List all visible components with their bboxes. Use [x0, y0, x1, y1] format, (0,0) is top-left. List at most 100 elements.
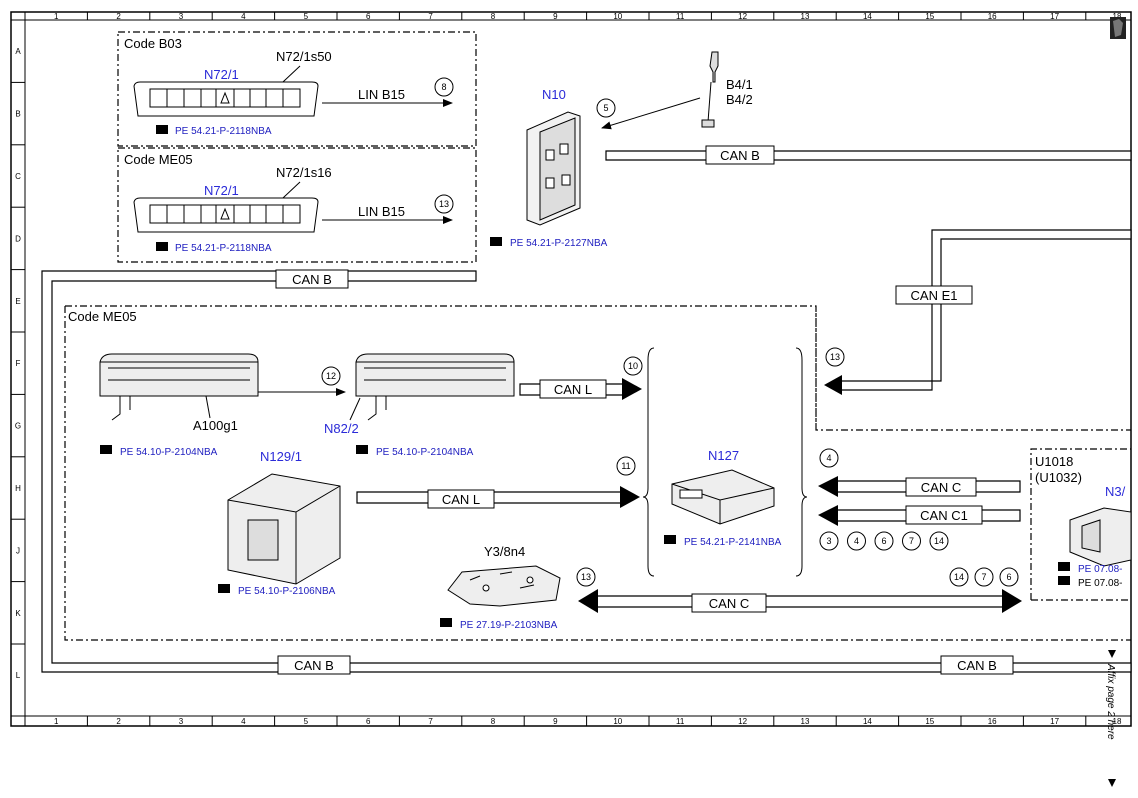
n10-label: N10 [542, 87, 566, 102]
n10-module [526, 111, 581, 226]
lin-b15-label-me05: LIN B15 [358, 204, 405, 219]
can-c-bottom-bus [595, 595, 1005, 608]
circle-13-top [434, 194, 454, 214]
circle-marker [874, 531, 894, 551]
ref-icon [100, 445, 112, 454]
can-b-top-label: CAN B [720, 148, 760, 163]
grid-col-top-label: 15 [925, 12, 934, 21]
grid-col-bottom-label: 2 [116, 717, 121, 726]
n3-module [1069, 507, 1132, 567]
grid-col-bottom-label: 13 [801, 717, 810, 726]
b4-to-n10-arrow [601, 97, 701, 130]
can-b-top-bus [605, 150, 1132, 161]
can-c-bottom-label: CAN C [709, 596, 749, 611]
circle-marker-text: 14 [934, 536, 944, 546]
grid-col-top-label: 6 [366, 12, 371, 21]
circle-12-text: 12 [326, 371, 336, 381]
can-l-top-arrowhead [622, 378, 642, 400]
n127-module [671, 469, 775, 525]
grid-col-top-label: 2 [116, 12, 121, 21]
can-c-bottom-tag [691, 593, 767, 613]
circle-marker [929, 531, 949, 551]
ref-n127[interactable]: PE 54.21-P-2141NBA [684, 537, 782, 548]
grid-col-top-label: 17 [1050, 12, 1059, 21]
grid-col-top-label: 13 [801, 12, 810, 21]
circle-marker-text: 7 [909, 536, 914, 546]
page-corner-icon [1110, 17, 1126, 39]
ref-icon [1058, 562, 1070, 571]
ref-y3-8n4[interactable]: PE 27.19-P-2103NBA [460, 620, 558, 631]
can-c-bottom-arrowhead-right [1002, 589, 1022, 613]
grid-col-top-label: 8 [491, 12, 496, 21]
grid-col-bottom-label: 7 [428, 717, 433, 726]
u1018-label: U1018 [1035, 454, 1073, 469]
ref-icon [490, 237, 502, 246]
ref-me05-top[interactable]: PE 54.21-P-2118NBA [175, 243, 272, 254]
ref-n129-1[interactable]: PE 54.10-P-2106NBA [238, 586, 336, 597]
n127-label: N127 [708, 448, 739, 463]
grid-col-bottom-label: 1 [54, 717, 59, 726]
circle-marker-text: 6 [1006, 572, 1011, 582]
n82-2-module [355, 353, 515, 421]
circle-13-top-text: 13 [439, 199, 449, 209]
grid-col-top-label: 9 [553, 12, 558, 21]
code-b03-box [117, 31, 477, 147]
a100g1-label: A100g1 [193, 418, 238, 433]
grid-col-top-label: 16 [988, 12, 997, 21]
grid-row-label: K [15, 609, 21, 618]
circle-marker [999, 567, 1019, 587]
can-l-top-tag [539, 379, 607, 399]
circle-11-text: 11 [621, 461, 630, 471]
n127-brace-right [795, 347, 808, 577]
can-e1-arrowhead [824, 375, 842, 395]
can-c1-label: CAN C1 [920, 508, 968, 523]
lin-b15-label-b03: LIN B15 [358, 87, 405, 102]
circle-5-text: 5 [603, 103, 608, 113]
circle-marker [949, 567, 969, 587]
b4-1-label: B4/1 [726, 77, 753, 92]
ref-icon [1058, 576, 1070, 585]
frame [10, 11, 1132, 727]
code-me05-top-box [117, 147, 477, 263]
can-b-bottom-left-label: CAN B [294, 658, 334, 673]
grid-col-bottom-label: 11 [676, 717, 685, 726]
circle-10 [623, 356, 643, 376]
grid-col-top-label: 11 [676, 12, 685, 21]
ref-n82-2[interactable]: PE 54.10-P-2104NBA [376, 447, 474, 458]
circle-marker [974, 567, 994, 587]
code-me05-top-label: Code ME05 [124, 152, 193, 167]
u1032-label: (U1032) [1035, 470, 1082, 485]
circle-marker-text: 14 [954, 572, 964, 582]
n82-2-leader [349, 397, 361, 421]
affix-note: Affix page 2 here [1105, 650, 1116, 787]
n129-1-module [227, 473, 341, 585]
n72-1-label-b03: N72/1 [204, 67, 239, 82]
can-c1-tag [905, 505, 983, 525]
grid-col-bottom-label: 8 [491, 717, 496, 726]
grid-col-bottom-label: 15 [925, 717, 934, 726]
can-b-left-tag [275, 269, 349, 289]
circle-13-bottom-text: 13 [581, 572, 591, 582]
circle-marker [902, 531, 921, 551]
ref-n3-2[interactable]: PE 07.08- [1078, 578, 1122, 589]
y3-8n4-label: Y3/8n4 [484, 544, 525, 559]
ref-b03[interactable]: PE 54.21-P-2118NBA [175, 126, 272, 137]
ref-n3-1[interactable]: PE 07.08- [1078, 564, 1122, 575]
can-b-top-tag [705, 145, 775, 165]
ref-a100g1[interactable]: PE 54.10-P-2104NBA [120, 447, 218, 458]
ref-icon [218, 584, 230, 593]
circle-4 [819, 448, 839, 468]
grid-col-bottom-label: 5 [304, 717, 309, 726]
circle-13-bottom [576, 567, 596, 587]
ref-n10[interactable]: PE 54.21-P-2127NBA [510, 238, 608, 249]
n82-2-label: N82/2 [324, 421, 359, 436]
n72-1-panel-me05 [133, 197, 319, 233]
grid-row-label: E [15, 297, 20, 306]
circle-5 [596, 98, 616, 118]
circle-8-text: 8 [441, 82, 446, 92]
grid-row-label: G [15, 422, 21, 431]
